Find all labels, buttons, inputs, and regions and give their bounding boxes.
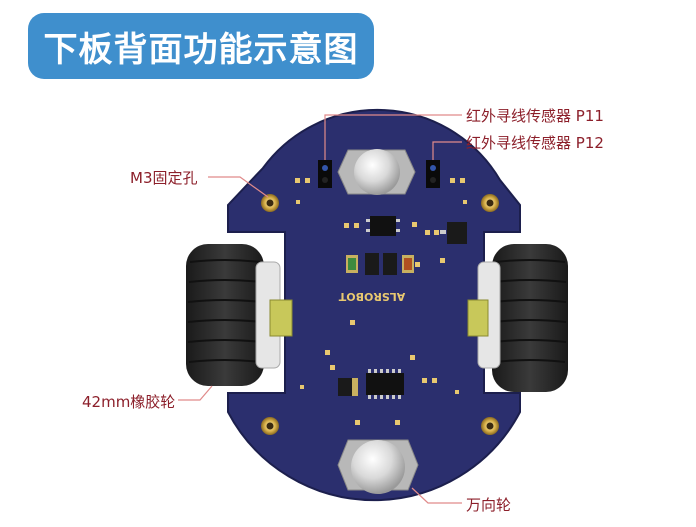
regulator-chip — [440, 222, 467, 244]
mount-hole-lower-right — [481, 417, 499, 435]
front-ball-caster — [337, 149, 416, 195]
page-title: 下板背面功能示意图 — [43, 29, 359, 70]
label-sensor-p12: 红外寻线传感器 P12 — [466, 134, 604, 152]
right-wheel — [467, 244, 568, 392]
pcb-board — [227, 108, 521, 502]
solder-pads — [295, 178, 467, 425]
ic-chip-upper — [366, 216, 400, 236]
diode-row — [346, 253, 414, 275]
board-logo: ALSROBOT — [338, 290, 405, 303]
title-banner: 下板背面功能示意图 — [28, 13, 374, 79]
capacitor — [338, 378, 358, 396]
m3-mount-hole — [261, 194, 279, 212]
label-m3-hole: M3固定孔 — [130, 169, 198, 187]
ic-chip-lower — [366, 369, 404, 399]
label-sensor-p11: 红外寻线传感器 P11 — [466, 107, 604, 125]
rear-ball-caster — [337, 439, 419, 494]
ir-sensor-p11 — [318, 160, 332, 188]
ir-sensor-p12 — [426, 160, 440, 188]
left-wheel — [186, 244, 293, 386]
mount-hole-lower-left — [261, 417, 279, 435]
mount-hole-upper-right — [481, 194, 499, 212]
label-caster: 万向轮 — [466, 496, 512, 514]
label-wheel: 42mm橡胶轮 — [82, 393, 176, 411]
callout-lines — [178, 114, 462, 504]
